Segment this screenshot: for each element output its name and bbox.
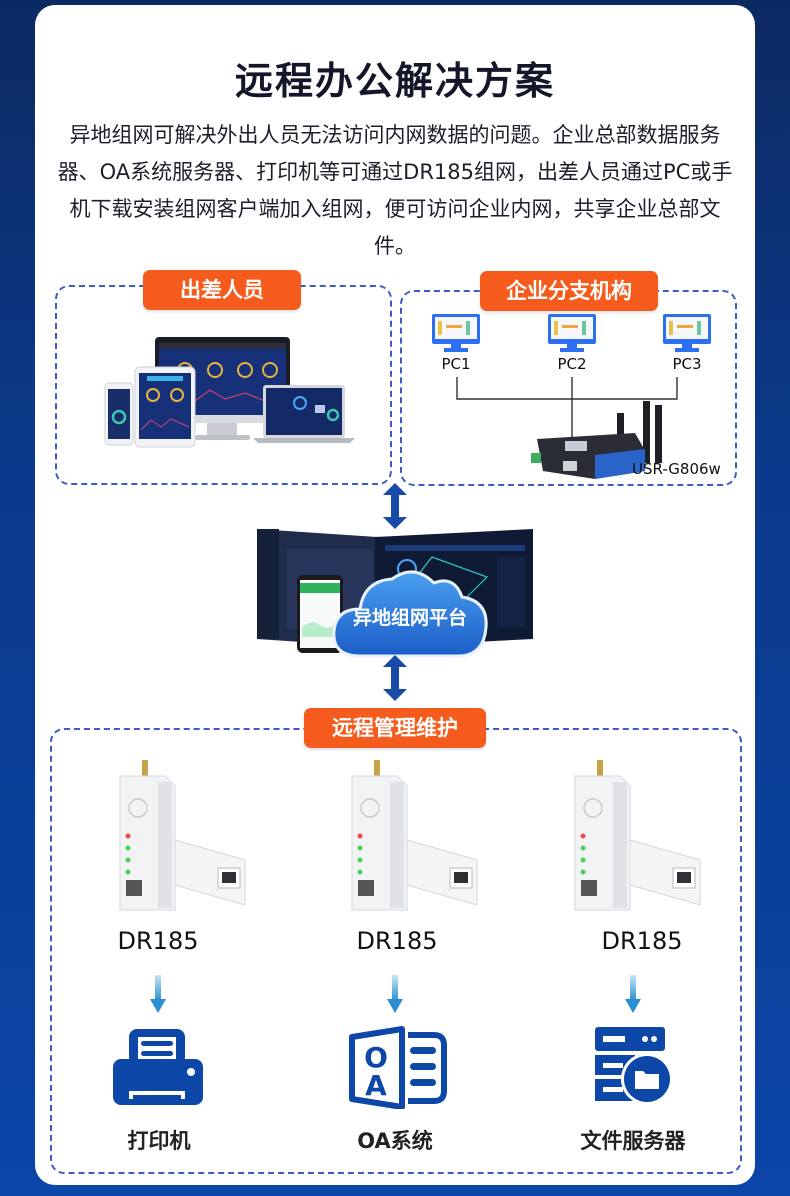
cloud-icon <box>332 570 488 658</box>
remote-maintenance-badge: 远程管理维护 <box>304 708 486 748</box>
solution-card: 远程办公解决方案 异地组网可解决外出人员无法访问内网数据的问题。企业总部数据服务… <box>35 5 755 1185</box>
branch-badge: 企业分支机构 <box>480 271 658 311</box>
pc2-label: PC2 <box>557 355 587 373</box>
down-arrow-3 <box>625 975 641 1013</box>
dr185-label-2: DR185 <box>356 927 438 955</box>
pc2-icon <box>548 314 596 352</box>
router-model-label: USR-G806w <box>632 460 721 478</box>
pc3-icon <box>663 314 711 352</box>
travel-staff-badge: 出差人员 <box>143 270 301 310</box>
dr185-device-1-image <box>119 760 246 911</box>
file-server-icon <box>595 1027 673 1105</box>
svg-text:A: A <box>365 1069 387 1102</box>
bidirectional-arrow-bottom <box>383 655 407 701</box>
dr185-label-1: DR185 <box>117 927 199 955</box>
svg-text:O: O <box>364 1041 388 1074</box>
network-lines <box>456 377 678 479</box>
multi-device-image <box>104 337 355 448</box>
pc1-label: PC1 <box>441 355 471 373</box>
down-arrow-2 <box>387 975 403 1013</box>
platform-label: 异地组网平台 <box>352 607 467 629</box>
file-server-label: 文件服务器 <box>580 1129 686 1153</box>
printer-icon <box>113 1029 203 1105</box>
description: 异地组网可解决外出人员无法访问内网数据的问题。企业总部数据服务器、OA系统服务器… <box>57 123 733 258</box>
pc1-icon <box>432 314 480 352</box>
down-arrow-1 <box>150 975 166 1013</box>
printer-label: 打印机 <box>127 1129 191 1153</box>
pc3-label: PC3 <box>672 355 702 373</box>
dr185-label-3: DR185 <box>601 927 683 955</box>
bidirectional-arrow-top <box>383 483 407 529</box>
page-title: 远程办公解决方案 <box>234 59 555 103</box>
oa-system-icon: O A <box>349 1026 447 1109</box>
oa-system-label: OA系统 <box>357 1129 433 1153</box>
dr185-device-3-image <box>574 760 701 911</box>
dr185-device-2-image <box>351 760 478 911</box>
